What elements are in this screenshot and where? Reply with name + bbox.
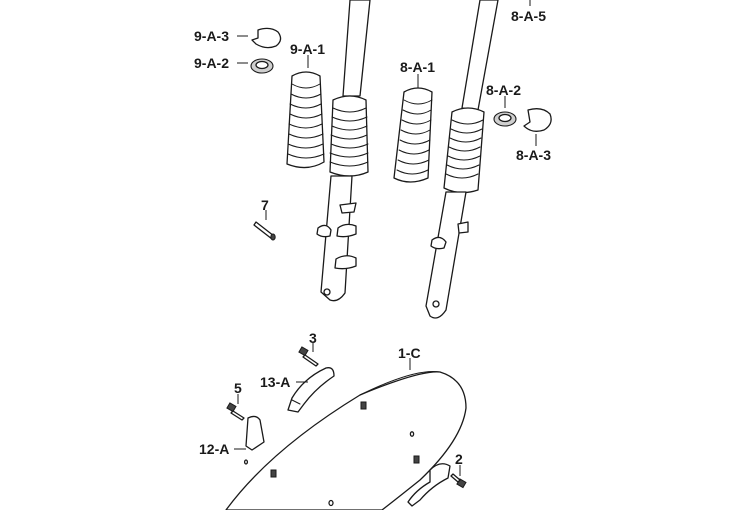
label-5: 5 xyxy=(234,380,242,396)
label-9-a-2: 9-A-2 xyxy=(194,55,229,71)
part-7-pin xyxy=(253,221,276,241)
fender-nut xyxy=(270,469,277,478)
part-8-a-1-boot xyxy=(393,87,433,183)
fender-nut xyxy=(413,455,420,464)
label-3: 3 xyxy=(309,330,317,346)
label-1-c: 1-C xyxy=(398,345,421,361)
label-8-a-5: 8-A-5 xyxy=(511,8,546,24)
part-5-bolt xyxy=(226,402,245,421)
part-9-a-2-seal xyxy=(250,58,274,74)
part-9-a-1-boot xyxy=(286,71,325,169)
part-2-bolt xyxy=(450,473,467,489)
leader-lines xyxy=(234,0,537,476)
label-12-a: 12-A xyxy=(199,441,229,457)
part-9-a-3-clip xyxy=(251,27,282,49)
label-8-a-1: 8-A-1 xyxy=(400,59,435,75)
label-2: 2 xyxy=(455,451,463,467)
left-fork-boot xyxy=(329,95,369,177)
part-13-a-bracket xyxy=(287,367,335,413)
label-13-a: 13-A xyxy=(260,374,290,390)
part-2-bracket xyxy=(407,463,451,507)
label-8-a-2: 8-A-2 xyxy=(486,82,521,98)
part-1-c-fender xyxy=(225,371,467,510)
right-fork-tube xyxy=(425,0,499,319)
part-12-a-bracket xyxy=(245,415,265,451)
label-9-a-3: 9-A-3 xyxy=(194,28,229,44)
part-3-bolt xyxy=(298,346,319,367)
part-8-a-3-clip xyxy=(523,108,552,132)
label-7: 7 xyxy=(261,197,269,213)
label-9-a-1: 9-A-1 xyxy=(290,41,325,57)
fender-nut xyxy=(360,401,367,410)
left-fork-tube xyxy=(316,0,371,302)
label-8-a-3: 8-A-3 xyxy=(516,147,551,163)
right-fork-boot xyxy=(443,107,485,194)
part-8-a-2-seal xyxy=(493,111,517,127)
